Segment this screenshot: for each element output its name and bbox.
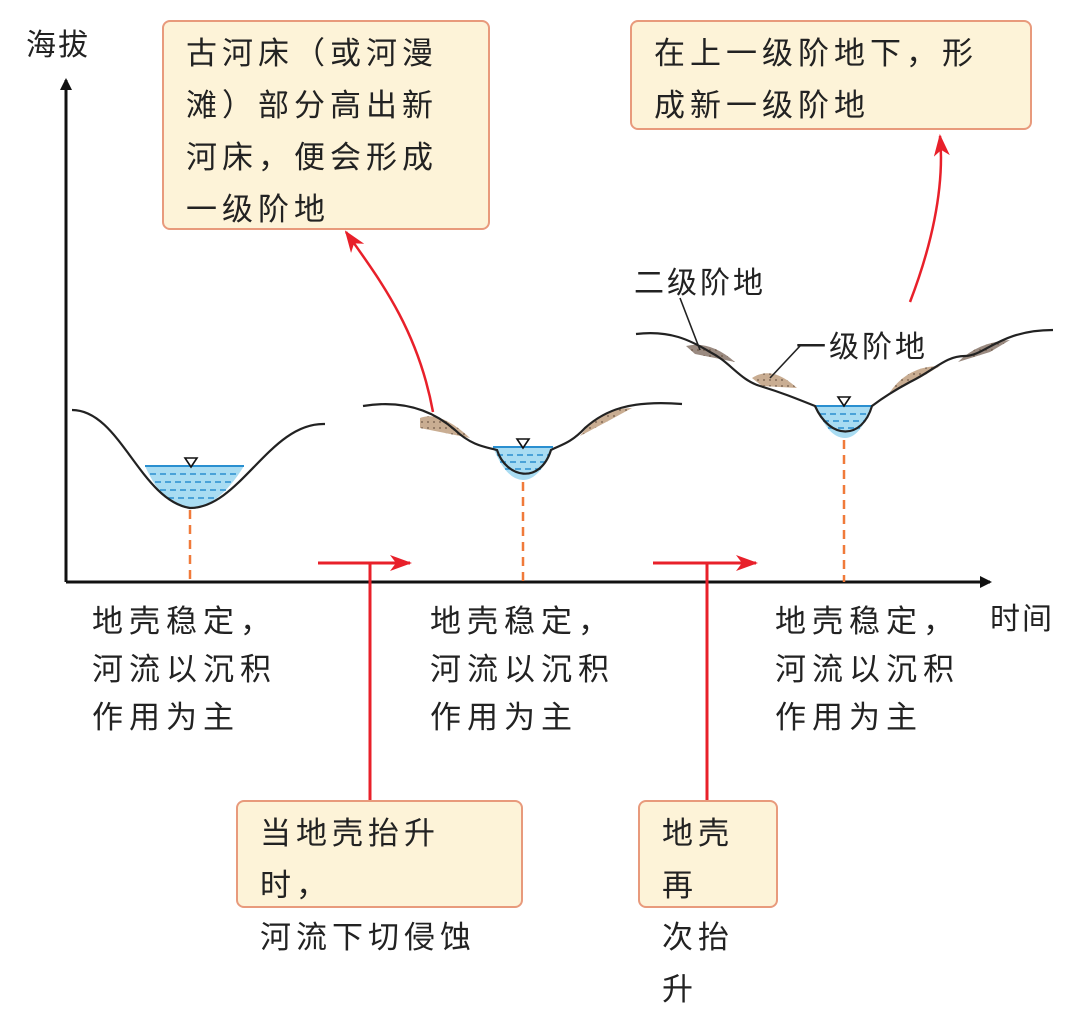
river-terrace-diagram: 海拔 时间 地壳稳定， 河流以沉积 作用为主 地壳稳定， 河流以沉积 作用为主 …: [26, 20, 1054, 1008]
stage-1-caption: 地壳稳定， 河流以沉积 作用为主: [92, 604, 277, 736]
callout-arrow-2: [908, 134, 950, 303]
leader-level-2: [679, 297, 701, 351]
water-stage-1: [145, 466, 244, 508]
valley-stage-2: [362, 402, 683, 582]
water-level-icon-stage-3: [836, 396, 852, 408]
uplift-arrow-1: [318, 555, 412, 802]
valley-stage-1: [71, 408, 326, 582]
leader-level-1: [769, 345, 801, 379]
riverbank-stage-1: [71, 408, 326, 510]
riverbank-stage-3: [635, 328, 1054, 433]
uplift-arrow-2: [653, 555, 758, 802]
stage-3-caption: 地壳稳定， 河流以沉积 作用为主: [775, 604, 960, 736]
water-ripples-stage-1: [150, 473, 238, 499]
riverbank-stage-2: [362, 402, 683, 475]
callout-arrow-1: [344, 230, 435, 413]
water-level-icon-stage-1: [183, 457, 199, 469]
valley-stage-3: [635, 328, 1054, 582]
uplift-callout-1: 当地壳抬升时， 河流下切侵蚀: [236, 800, 523, 956]
uplift-callout-2: 地壳再 次抬升: [638, 800, 778, 1008]
stage-2-caption: 地壳稳定， 河流以沉积 作用为主: [430, 604, 615, 736]
first-terrace-callout: 古河床（或河漫 滩）部分高出新 河床，便会形成 一级阶地: [162, 20, 490, 230]
new-terrace-callout: 在上一级阶地下，形 成新一级阶地: [630, 20, 1032, 130]
x-axis-label: 时间: [990, 602, 1054, 637]
water-level-icon-stage-2: [515, 438, 531, 450]
level-2-terrace-label: 二级阶地: [634, 266, 766, 301]
diagram-canvas: [60, 78, 1054, 802]
y-axis-label: 海拔: [26, 28, 90, 63]
level-1-terrace-label: 一级阶地: [796, 330, 928, 365]
